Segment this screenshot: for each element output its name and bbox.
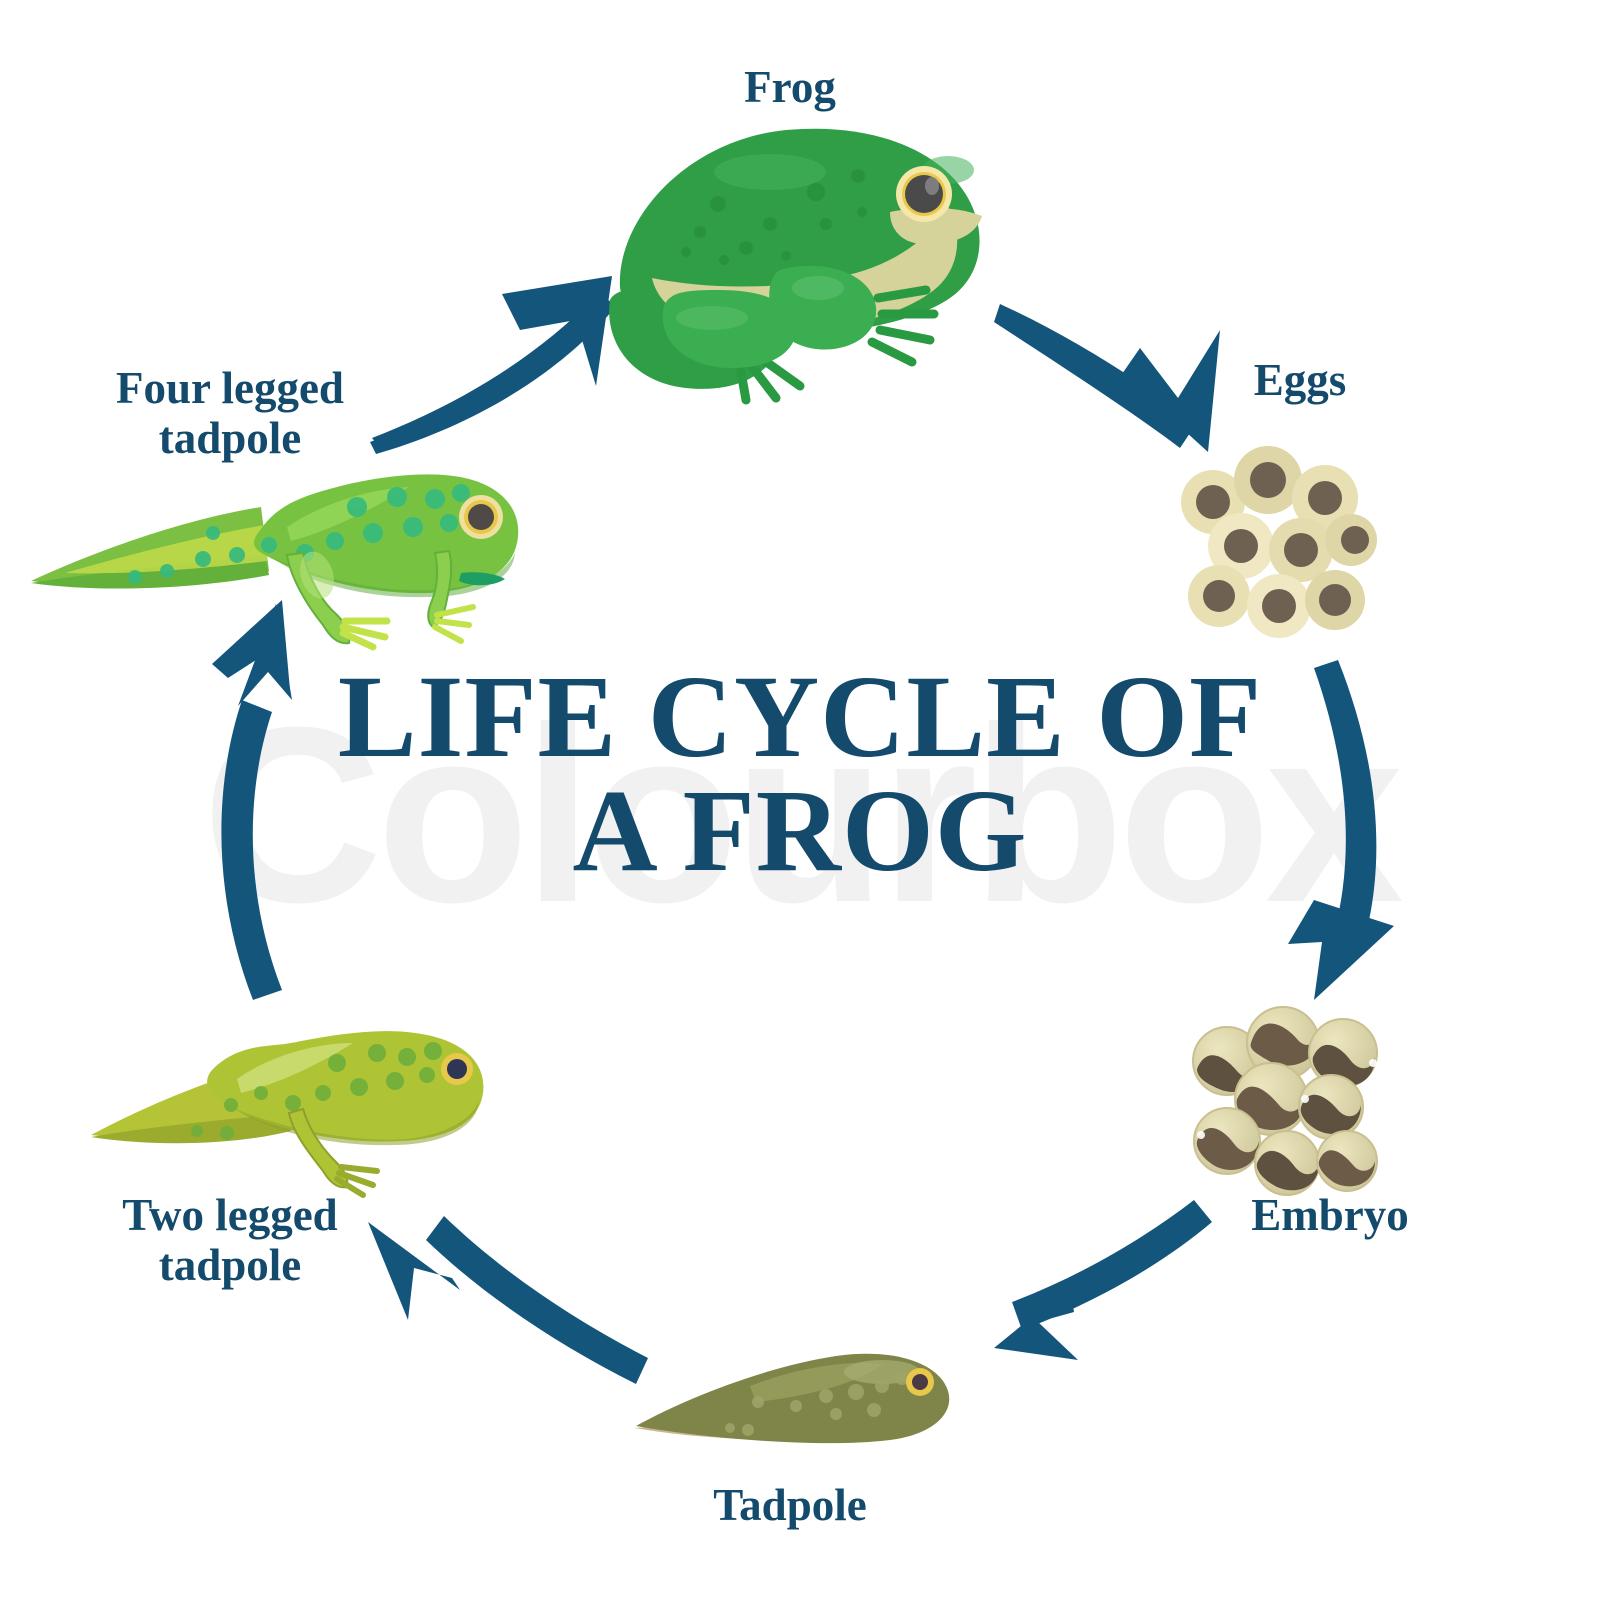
four-legged-hind-toes [339,617,391,651]
egg [1208,513,1274,579]
four-legged-fore-toes [432,604,476,644]
two-legged-tail-lower [91,1113,291,1144]
four-legged-back-highlight [287,487,409,541]
two-legged-back-highlight [237,1043,353,1093]
embryo-sphere [1254,1130,1320,1196]
tadpole-eye-pupil [912,1374,928,1390]
egg [1292,465,1358,531]
frog-illustration [609,128,982,405]
egg [1234,446,1302,514]
frog-front-toes [867,285,939,367]
egg-cluster [1181,446,1377,638]
arrow-two-legged-to-four-legged-head2 [238,604,292,706]
colourbox-watermark: Colourbox [202,675,1404,954]
stage-label-eggs: Eggs [1253,355,1347,405]
title-line-2: A FROG [572,765,1028,897]
two-legged-spots [191,1042,442,1140]
arrow-frog-to-eggs-head [1122,330,1220,452]
frog-foreleg-highlight [792,276,844,300]
embryo-cluster [1192,1006,1378,1196]
four-legged-label-line-1: Four legged [116,363,344,413]
four-legged-label-line-2: tadpole [158,413,302,464]
four-legged-tadpole-illustration [31,474,519,651]
four-legged-fore-toes-dark [459,572,505,586]
frog-eye-glint [925,177,939,195]
stage-label-frog: Frog [744,62,836,112]
arrow-eggs-to-embryo-body [1314,660,1377,948]
four-legged-spots [128,484,470,584]
title-line-1: LIFE CYCLE OF [337,651,1263,782]
two-legged-label-line-2: tadpole [158,1240,302,1291]
embryo-illustration [1192,1006,1378,1196]
eggs-illustration [1181,446,1377,638]
egg [1269,518,1333,582]
page-title: LIFE CYCLE OF A FROG [300,651,1300,897]
arrow-two-legged-to-four-legged-body [221,700,282,1000]
egg [1305,570,1365,630]
two-legged-label-line-1: Two legged [122,1190,338,1240]
four-legged-hind-leg-highlight [300,551,334,599]
egg [1188,565,1250,627]
embryo-sphere [1316,1130,1378,1192]
four-legged-eye-pupil [468,504,494,530]
frog-spots [681,169,867,265]
stage-label-two-legged-tadpole: Two legged tadpole [80,1190,380,1291]
arrow-embryo-to-tadpole-head [994,1286,1078,1360]
frog-back-highlight [714,154,826,190]
egg [1247,574,1311,638]
four-legged-body-shade [275,553,515,598]
arrow-tadpole-to-two-legged-body [426,1216,648,1384]
embryo-sphere [1234,1062,1308,1136]
two-legged-foot-toes [334,1164,380,1198]
frog-hind-leg-highlight [676,306,748,330]
arrow-eggs-to-embryo-head [1288,900,1394,1000]
tadpole-illustration [634,1353,950,1444]
arrow-four-legged-to-frog-head [502,276,612,386]
two-legged-body-shade [235,1101,479,1146]
stage-label-four-legged-tadpole: Four legged tadpole [80,363,380,464]
egg [1325,514,1377,566]
two-legged-eye-pupil [447,1059,467,1079]
stage-label-embryo: Embryo [1251,1190,1409,1240]
embryo-sphere [1298,1074,1364,1140]
arrow-tadpole-to-two-legged-head [368,1222,460,1320]
embryo-sphere [1246,1006,1320,1080]
stage-label-tadpole: Tadpole [713,1480,867,1530]
arrow-frog-to-eggs-body [994,304,1196,448]
embryo-sphere [1193,1107,1261,1175]
tadpole-spots [725,1371,909,1436]
two-legged-tadpole-illustration [91,1031,484,1198]
